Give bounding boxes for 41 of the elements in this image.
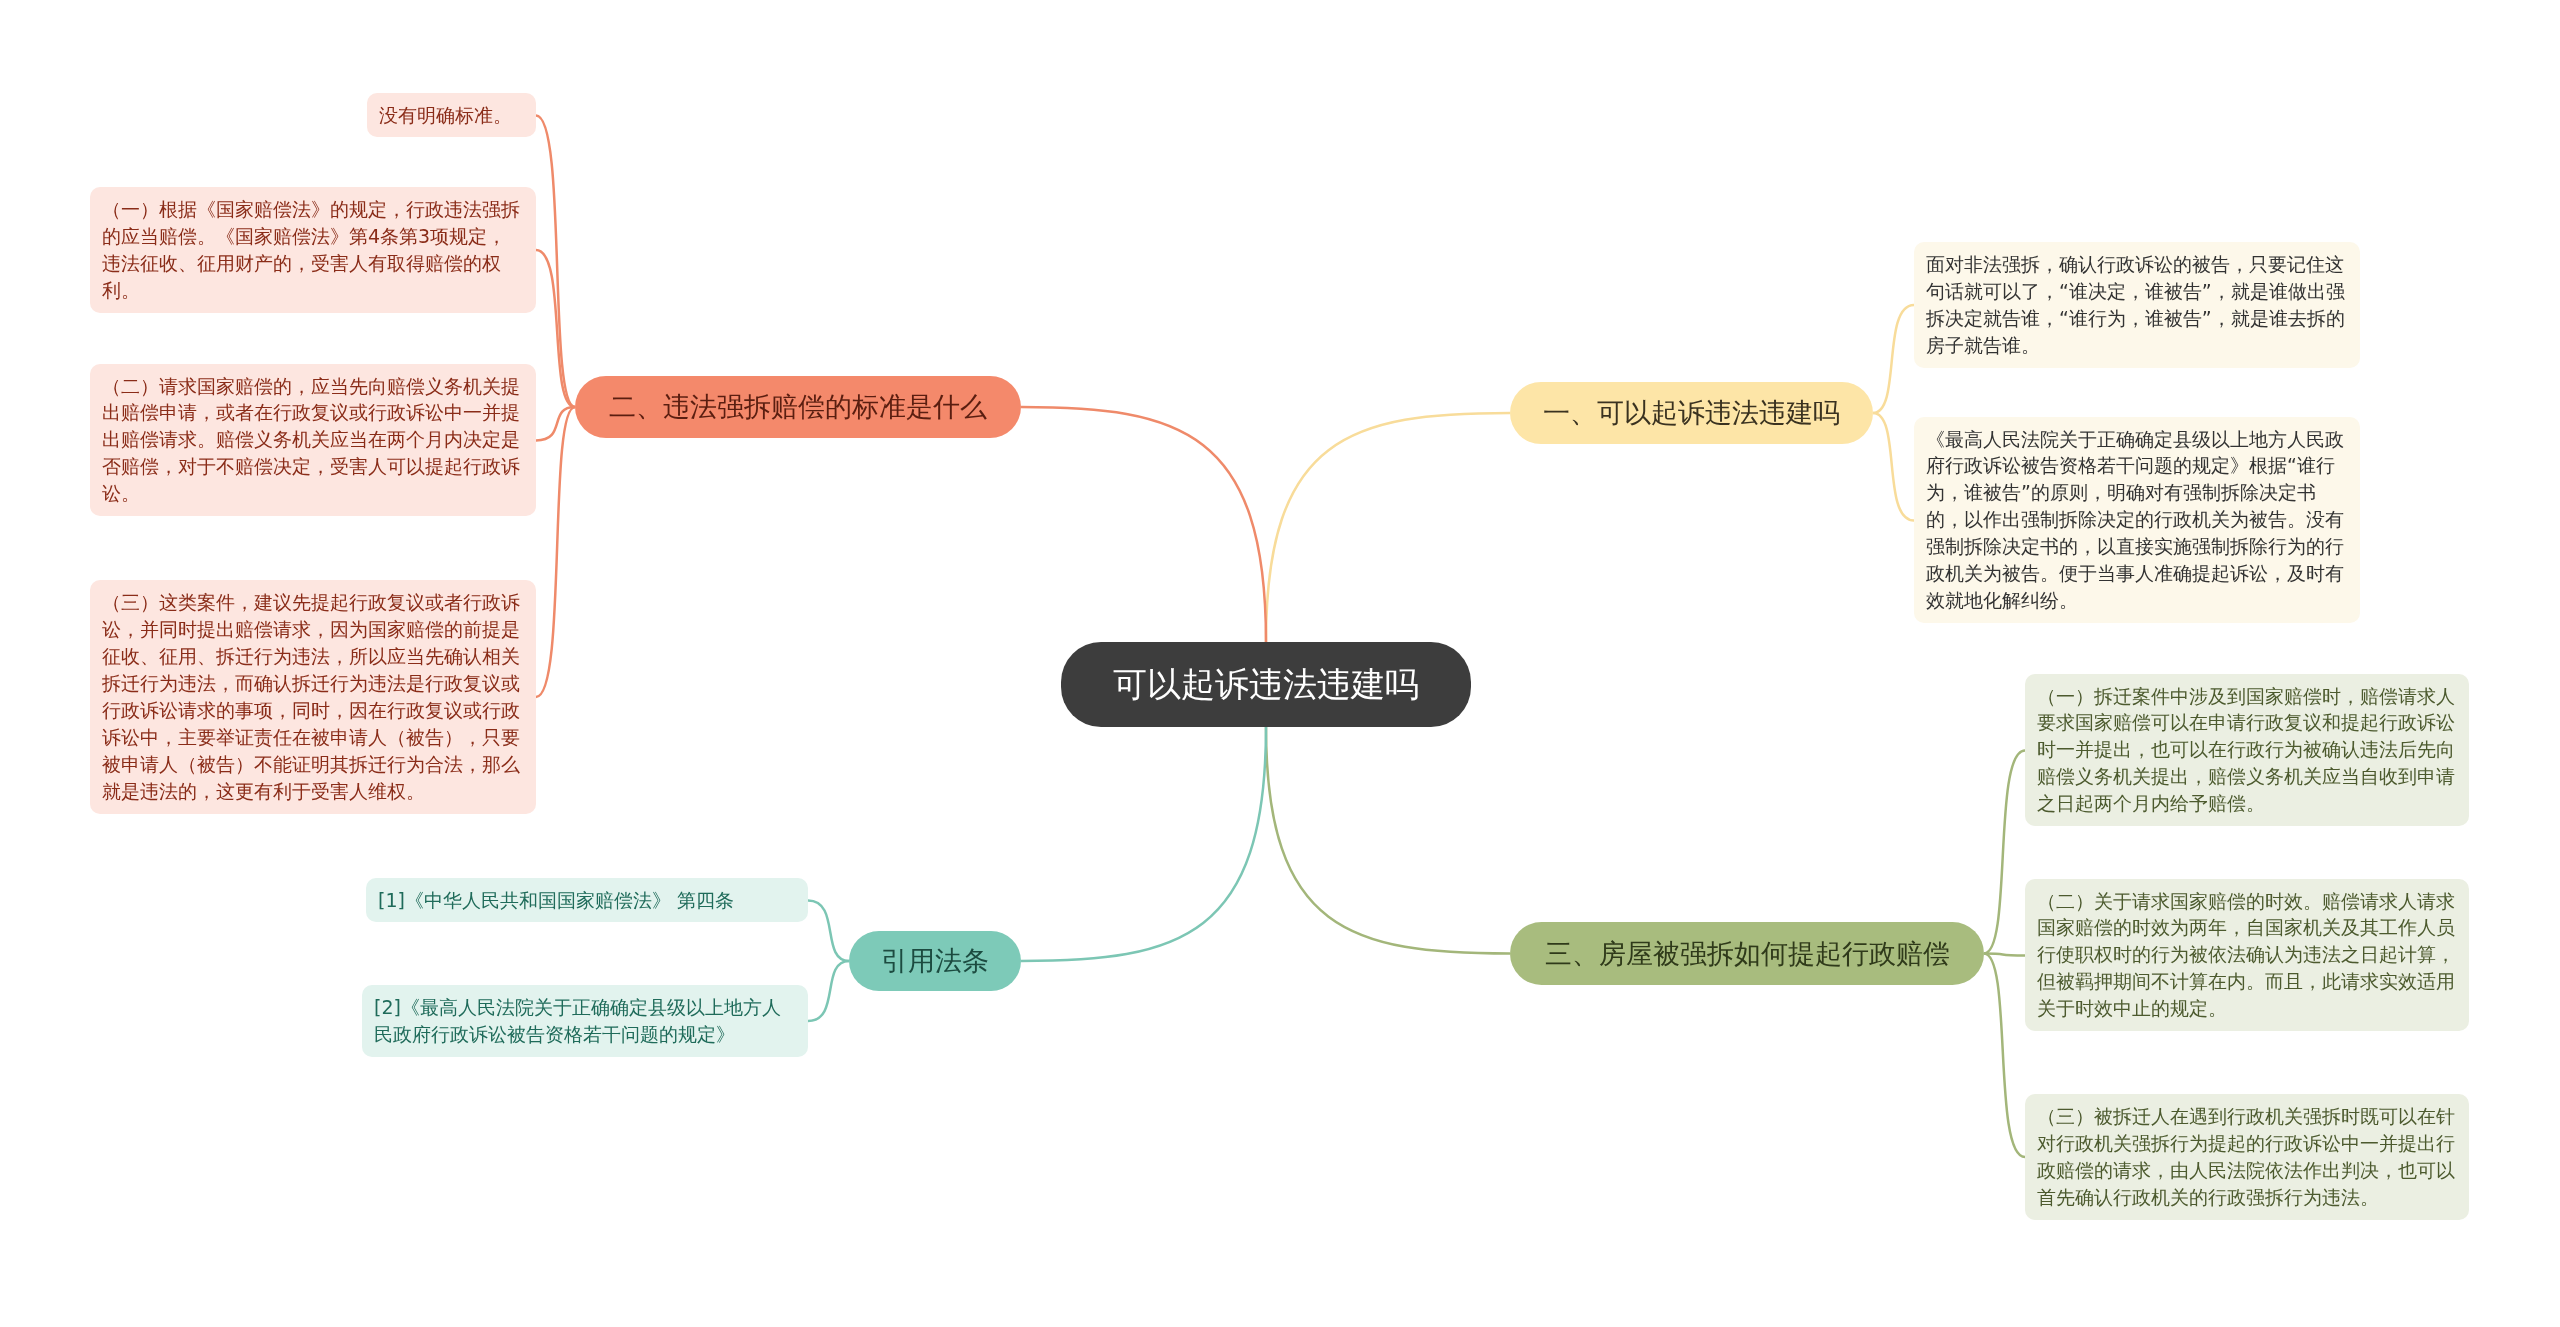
connector-line	[535, 114, 576, 408]
note-card	[2025, 878, 2469, 1032]
note-card	[90, 363, 536, 517]
note-card	[366, 877, 808, 923]
note-text: 没有明确标准。	[379, 102, 513, 128]
note-text: 面对非法强拆，确认行政诉讼的被告，只要记住这句话就可以了，“谁决定，谁被告”，就是谁做出强拆决定就告谁，“谁行为，谁被告”，就是谁去拆的房子就告谁。	[1926, 252, 2346, 358]
connector-line	[807, 959, 850, 1023]
note-text: 《最高人民法院关于正确确定县级以上地方人民政府行政诉讼被告资格若干问题的规定》根据“谁行为，谁被告”的原则，明确对有强制拆除决定书的，以作出强制拆除决定的行政机关为被告。没有强制拆除决定书的，以直接实施强制拆除行为的行政机关为被告。便于当事人准确提起诉讼，及时有效就地化解纠纷。	[1926, 426, 2345, 614]
connector-line	[1872, 303, 1915, 415]
connector-line	[1021, 405, 1268, 643]
note-card	[2025, 673, 2469, 827]
note-card	[90, 187, 536, 313]
connector-line	[1984, 952, 2025, 957]
connector-line	[807, 899, 850, 963]
connector-line	[1021, 726, 1268, 963]
topic-text: 一、可以起诉违法违建吗	[1543, 396, 1840, 430]
note-text: （二）关于请求国家赔偿的时效。赔偿请求人请求国家赔偿的时效为两年，自国家机关及其工作人员行使职权时的行为被依法确认为违法之日起计算，但被羁押期间不计算在内。而且，此请求实效适用关于时效中止的规定。	[2037, 888, 2456, 1022]
note-text: （一）根据《国家赔偿法》的规定，行政违法强拆的应当赔偿。《国家赔偿法》第4条第3项规定，违法征收、征用财产的，受害人有取得赔偿的权利。	[102, 197, 521, 303]
connector-line	[1983, 749, 2026, 955]
note-text: （三）被拆迁人在遇到行政机关强拆时既可以在针对行政机关强拆行为提起的行政诉讼中一并提出行政赔偿的请求，由人民法院依法作出判决，也可以首先确认行政机关的行政强拆行为违法。	[2037, 1104, 2456, 1210]
branch-topic	[575, 376, 1021, 438]
note-text: （一）拆迁案件中涉及到国家赔偿时，赔偿请求人要求国家赔偿可以在申请行政复议和提起行政诉讼时一并提出，也可以在行政行为被确认违法后先向赔偿义务机关提出，赔偿义务机关应当自收到申请之日起两个月内给予赔偿。	[2037, 683, 2456, 817]
topic-text: 三、房屋被强拆如何提起行政赔偿	[1544, 936, 1950, 971]
branch-topic	[849, 931, 1021, 991]
note-text: [1]《中华人民共和国国家赔偿法》 第四条	[378, 887, 735, 913]
note-card	[367, 92, 536, 138]
note-text: （三）这类案件，建议先提起行政复议或者行政诉讼，并同时提出赔偿请求，因为国家赔偿的前提是征收、征用、拆迁行为违法，所以应当先确认相关拆迁行为违法，而确认拆迁行为违法是行政复议或行政诉讼请求的事项，同时，因在行政复议或行政诉讼中，主要举证责任在被申请人（被告），只要被申请人（被告）不能证明其拆迁行为合法，那么就是违法的，这更有利于受害人维权。	[102, 590, 521, 804]
topic-text: 引用法条	[881, 944, 989, 978]
connector-line	[535, 405, 576, 442]
connector-line	[1983, 952, 2026, 1159]
note-card	[362, 985, 808, 1057]
note-card	[1914, 416, 2360, 624]
topic-text: 二、违法强拆赔偿的标准是什么	[609, 390, 987, 424]
topic-text: 可以起诉违法违建吗	[1113, 662, 1419, 706]
note-text: （二）请求国家赔偿的，应当先向赔偿义务机关提出赔偿申请，或者在行政复议或行政诉讼中一并提出赔偿请求。赔偿义务机关应当在两个月内决定是否赔偿，对于不赔偿决定，受害人可以提起行政诉讼。	[102, 373, 521, 507]
connector-line	[535, 406, 576, 698]
note-text: [2]《最高人民法院关于正确确定县级以上地方人民政府行政诉讼被告资格若干问题的规定》	[374, 995, 782, 1047]
connector-line	[1872, 411, 1915, 522]
connector-line	[535, 248, 576, 409]
note-card	[2025, 1094, 2469, 1220]
note-card	[1914, 242, 2360, 368]
